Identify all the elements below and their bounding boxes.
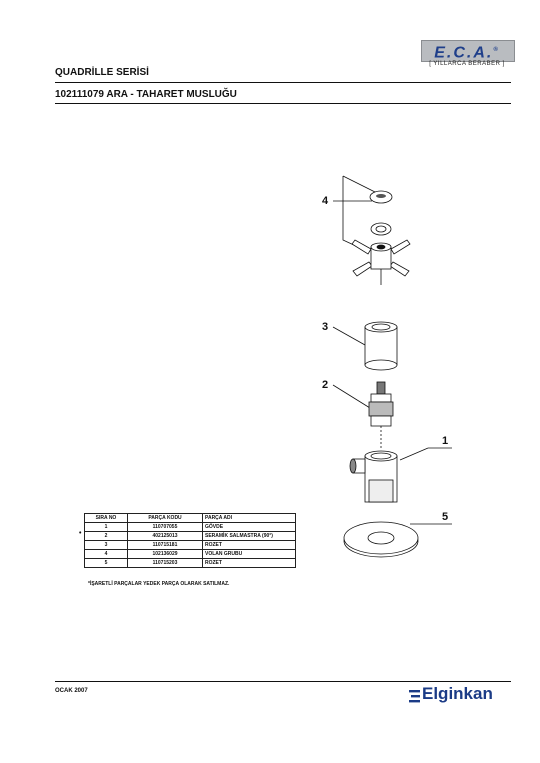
cartridge-body (368, 401, 394, 417)
row-name: VOLAN GRUBU (202, 549, 296, 559)
footer-divider (55, 681, 511, 682)
row-name: ROZET (202, 540, 296, 550)
table-row: 3 110715181 ROZET (84, 540, 296, 550)
valve-thread (368, 479, 394, 503)
callout-3-line (332, 326, 366, 346)
row-no: 4 (84, 549, 128, 559)
flat-rosette-hole (367, 531, 395, 545)
series-title: QUADRİLLE SERİSİ (55, 67, 149, 78)
table-marker: • (79, 530, 82, 537)
table-row: 4 102136029 VOLAN GRUBU (84, 549, 296, 559)
row-name: GÖVDE (202, 522, 296, 532)
product-title: 102111079 ARA - TAHARET MUSLUĞU (55, 89, 237, 100)
valve-outlet-end (349, 458, 357, 474)
table-row: 1 110707055 GÖVDE (84, 522, 296, 532)
title-divider (55, 103, 511, 104)
row-no: 1 (84, 522, 128, 532)
row-code: 402125013 (127, 531, 203, 541)
row-no: 2 (84, 531, 128, 541)
logo-text: E.C.A. (434, 44, 494, 62)
handle-arm-right-bottom (389, 261, 410, 277)
rosette-cylinder-hole (371, 323, 391, 331)
handle-hub-hole (376, 244, 386, 250)
handle-ring-hole (375, 225, 387, 233)
handle-cap-logo (376, 194, 386, 198)
row-code: 102136029 (127, 549, 203, 559)
rosette-cylinder-bottom (364, 359, 398, 371)
table-header-row: SIRA NO PARÇA KODU PARÇA ADI (84, 513, 296, 523)
callout-4-leader-bottom (342, 176, 357, 247)
callout-1: 1 (442, 435, 448, 447)
document-date: OCAK 2007 (55, 688, 88, 694)
row-code: 110715203 (127, 558, 203, 568)
column-header-code: PARÇA KODU (127, 513, 203, 523)
callout-3: 3 (322, 321, 328, 333)
registered-mark: ® (493, 47, 500, 53)
callout-2-line (332, 384, 371, 409)
parts-table: SIRA NO PARÇA KODU PARÇA ADI 1 110707055… (84, 513, 296, 568)
row-name: ROZET (202, 558, 296, 568)
table-footnote: *İŞARETLİ PARÇALAR YEDEK PARÇA OLARAK SA… (88, 581, 230, 587)
handle-arm-right-top (390, 239, 411, 255)
cartridge-nut (370, 393, 392, 403)
valve-body-opening (370, 452, 392, 460)
callout-4-leader-top (342, 175, 376, 193)
exploded-parts-diagram: 4 3 2 1 (322, 175, 452, 558)
brand-logo: E.C.A.® (421, 40, 513, 62)
rosette-cylinder-body (364, 326, 398, 366)
brand-name: Elginkan (422, 684, 493, 703)
cartridge-spindle (376, 381, 386, 395)
header-divider (55, 82, 511, 83)
elginkan-mark-icon (409, 690, 420, 703)
handle-arm-left-top (351, 239, 372, 255)
callout-4: 4 (322, 195, 329, 207)
cartridge-lower (370, 415, 392, 427)
callout-1-line (399, 447, 429, 461)
brand-logo-background (421, 40, 515, 62)
callout-5: 5 (442, 511, 448, 523)
row-name: SERAMİK SALMASTRA (90°) (202, 531, 296, 541)
table-row: 2 402125013 SERAMİK SALMASTRA (90°) (84, 531, 296, 541)
column-header-no: SIRA NO (84, 513, 128, 523)
callout-2: 2 (322, 379, 328, 391)
column-header-name: PARÇA ADI (202, 513, 296, 523)
handle-arm-left-bottom (352, 261, 373, 277)
brand-tagline: [ YILLARCA BERABER ] (429, 61, 505, 67)
row-no: 3 (84, 540, 128, 550)
row-code: 110707055 (127, 522, 203, 532)
row-code: 110715181 (127, 540, 203, 550)
row-no: 5 (84, 558, 128, 568)
table-row: 5 110715203 ROZET (84, 558, 296, 568)
